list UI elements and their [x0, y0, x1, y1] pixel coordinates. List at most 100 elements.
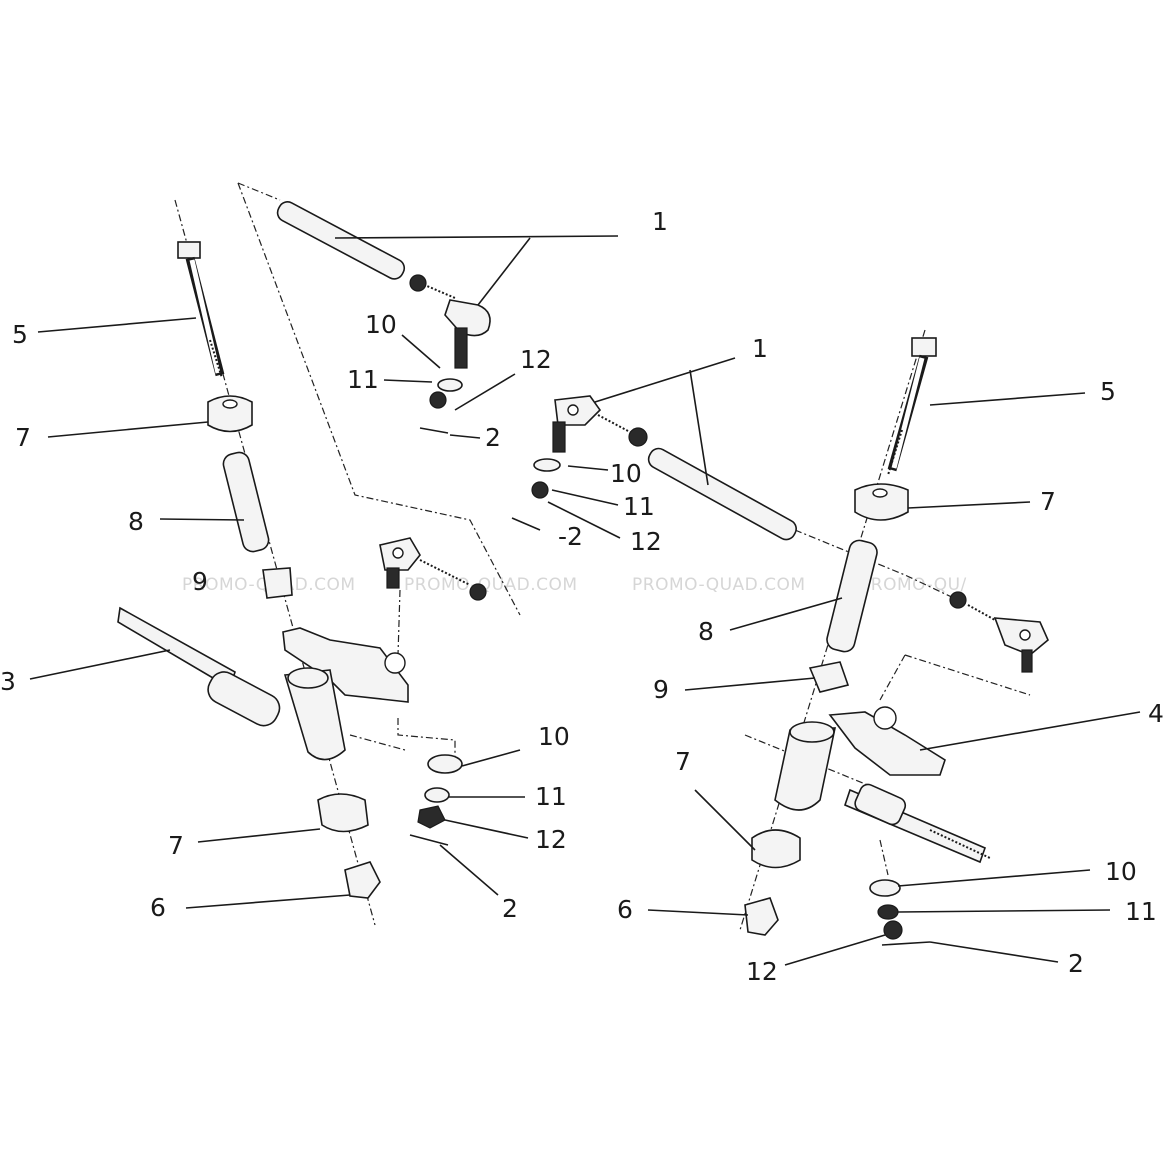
tie-rod-center-thread	[597, 414, 631, 433]
leader-l-2	[439, 844, 499, 896]
callout-l-7b: 7	[168, 831, 184, 860]
tie-rod-top-nut	[429, 391, 447, 409]
leader-r-7a	[907, 501, 1031, 509]
leader-l-8	[159, 518, 245, 521]
leader-r-6	[647, 909, 749, 916]
left-spring-washer	[424, 787, 450, 803]
right-tierod-end-hole	[1019, 629, 1031, 641]
left-upper-bushing-hole	[222, 399, 238, 409]
left-collar	[262, 567, 293, 599]
right-pitman-arm	[828, 711, 946, 776]
leader-r-2	[929, 941, 1059, 963]
leader-l-5	[37, 317, 197, 333]
tie-rod-top-washer	[437, 378, 463, 392]
callout-r-7a: 7	[1040, 487, 1056, 516]
callout-r-8: 8	[698, 617, 714, 646]
callout-tl-11: 11	[347, 365, 379, 394]
leader-tl-1a	[334, 235, 619, 239]
leader-r-8	[729, 597, 843, 631]
callout-r-11: 11	[1125, 897, 1157, 926]
right-lower-bushing	[751, 829, 801, 869]
right-tierod-end-locknut	[949, 591, 967, 609]
right-pitman-arm-hole	[873, 706, 897, 730]
leader-r-5	[929, 392, 1086, 406]
right-bolt-shank-inner	[891, 357, 925, 469]
callout-l-7a: 7	[15, 423, 31, 452]
callout-r-12: 12	[746, 957, 778, 986]
left-castle-nut	[344, 861, 381, 899]
leader-l-10	[461, 749, 521, 767]
right-tierod-end-stud	[1021, 649, 1033, 673]
right-nut	[883, 920, 903, 940]
left-tierod-end-locknut	[469, 583, 487, 601]
left-tierod-axis	[237, 182, 521, 616]
right-steering-assembly	[744, 337, 1049, 946]
callout-r-10: 10	[1105, 857, 1137, 886]
watermark-2: PROMO-QUAD.COM	[404, 575, 578, 595]
tie-rod-center-ballstud	[552, 421, 566, 453]
leader-r-10	[897, 869, 1091, 887]
right-shaft-housing	[854, 783, 907, 826]
tie-rod-center-end-hole	[567, 404, 579, 416]
left-upper-bushing	[207, 395, 253, 433]
left-nut-axis	[397, 718, 456, 760]
right-castle-nut	[744, 897, 779, 936]
callout-labels: 1 10 11 12 2 5 7 8 9 3 10 11 12 7 6 2 1 …	[0, 207, 1164, 986]
callout-l-12: 12	[535, 825, 567, 854]
left-tierod-end-thread	[419, 559, 471, 586]
callout-c-1: 1	[752, 334, 768, 363]
left-spacer	[222, 451, 270, 553]
left-ballstud-axis	[397, 589, 401, 656]
left-bolt-head	[177, 241, 201, 259]
left-bolt-shank-inner	[189, 259, 221, 374]
callout-r-7b: 7	[675, 747, 691, 776]
upper-axis-stub	[237, 182, 281, 201]
callout-c-10: 10	[610, 459, 642, 488]
leader-r-12	[784, 934, 886, 966]
tie-rod-top-ballstud	[454, 327, 468, 369]
left-cotter-pin	[409, 834, 449, 846]
left-shaft-housing	[207, 671, 281, 727]
callout-l-2: 2	[502, 894, 518, 923]
right-arm-axis	[879, 654, 1031, 701]
callout-r-9: 9	[653, 675, 669, 704]
right-nut-axis	[879, 839, 889, 876]
callout-r-4: 4	[1148, 699, 1164, 728]
callout-l-5: 5	[12, 320, 28, 349]
leader-l-7b	[197, 828, 321, 843]
tie-rod-center-nut	[531, 481, 549, 499]
leader-l-6	[185, 894, 351, 909]
right-column-tube-top	[789, 721, 835, 743]
right-bolt-head	[911, 337, 937, 357]
leader-tl-12	[454, 373, 516, 411]
left-tierod-end-stud	[386, 567, 400, 589]
left-lower-bushing	[317, 793, 369, 833]
tie-rod-center-washer	[533, 458, 561, 472]
watermark-4: PROMO-QU/	[860, 575, 967, 595]
leader-c-12	[547, 501, 621, 539]
right-spacer	[826, 539, 878, 653]
right-cotter-pin	[881, 941, 931, 946]
tie-rod-center	[511, 395, 797, 541]
callout-l-10: 10	[538, 722, 570, 751]
tie-rod-center-tube	[647, 447, 797, 541]
callout-c-12: 12	[630, 527, 662, 556]
left-column-tube-top	[287, 667, 329, 689]
callout-l-9: 9	[192, 567, 208, 596]
callout-tl-2: 2	[485, 423, 501, 452]
right-washer	[869, 879, 901, 897]
leader-r-7b	[694, 789, 756, 851]
callout-l-8: 8	[128, 507, 144, 536]
left-pitman-arm-hole	[384, 652, 406, 674]
right-collar	[808, 661, 850, 693]
callout-r-6: 6	[617, 895, 633, 924]
callout-l-11: 11	[535, 782, 567, 811]
callout-r-2: 2	[1068, 949, 1084, 978]
leader-r-4	[919, 711, 1141, 751]
leader-tl-11	[383, 379, 433, 383]
callout-tl-10: 10	[365, 310, 397, 339]
leader-tl-1b	[477, 237, 531, 306]
right-spring-washer	[877, 904, 899, 920]
callout-l-6: 6	[150, 893, 166, 922]
